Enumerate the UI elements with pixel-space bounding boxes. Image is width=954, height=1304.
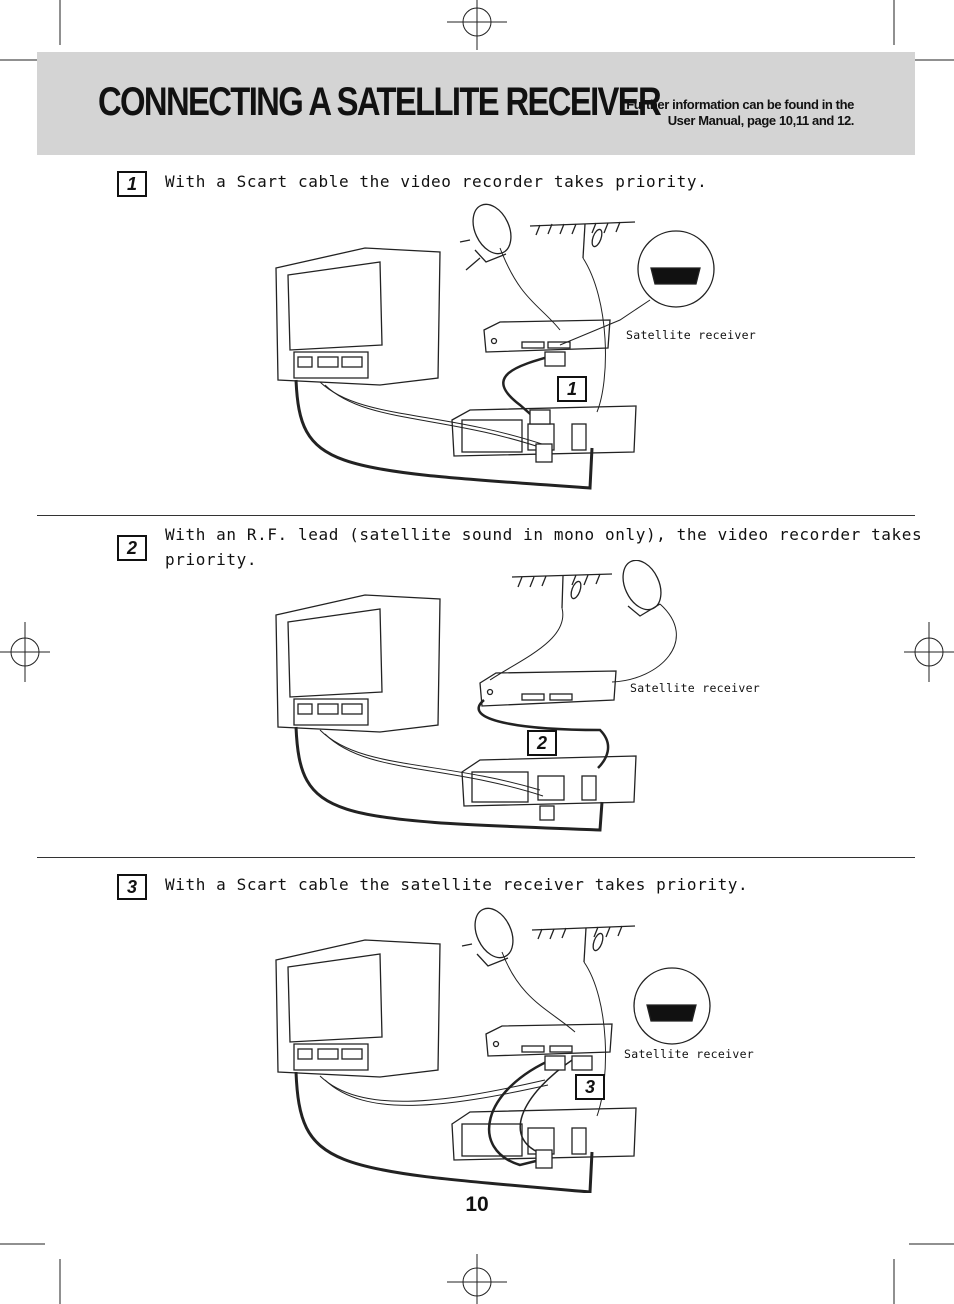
divider-1 (37, 515, 915, 516)
step-2-diagram (275, 560, 677, 832)
step-2-text: With an R.F. lead (satellite sound in mo… (165, 522, 922, 572)
step-1-badge: 1 (117, 171, 147, 197)
header-note-line1: Further information can be found in the (626, 97, 854, 112)
step-3-callout: 3 (575, 1074, 605, 1100)
step-2-badge: 2 (117, 535, 147, 561)
divider-2 (37, 857, 915, 858)
header-band (37, 52, 915, 155)
step-2-satellite-label: Satellite receiver (630, 681, 761, 695)
step-2-callout: 2 (527, 730, 557, 756)
header-note: Further information can be found in the … (560, 97, 854, 129)
step-2-text-line1: With an R.F. lead (satellite sound in mo… (165, 525, 923, 544)
page-title: CONNECTING A SATELLITE RECEIVER (98, 80, 662, 124)
step-3-diagram (275, 907, 711, 1193)
step-3-text: With a Scart cable the satellite receive… (165, 875, 749, 894)
step-1-satellite-label: Satellite receiver (626, 328, 757, 342)
step-1-diagram (275, 203, 715, 490)
step-1-text: With a Scart cable the video recorder ta… (165, 172, 708, 191)
step-2-text-line2: priority. (165, 550, 258, 569)
step-3-satellite-label: Satellite receiver (624, 1047, 755, 1061)
step-1-callout: 1 (557, 376, 587, 402)
header-note-line2: User Manual, page 10,11 and 12. (667, 113, 855, 128)
step-3-badge: 3 (117, 874, 147, 900)
page-number: 10 (465, 1193, 489, 1216)
